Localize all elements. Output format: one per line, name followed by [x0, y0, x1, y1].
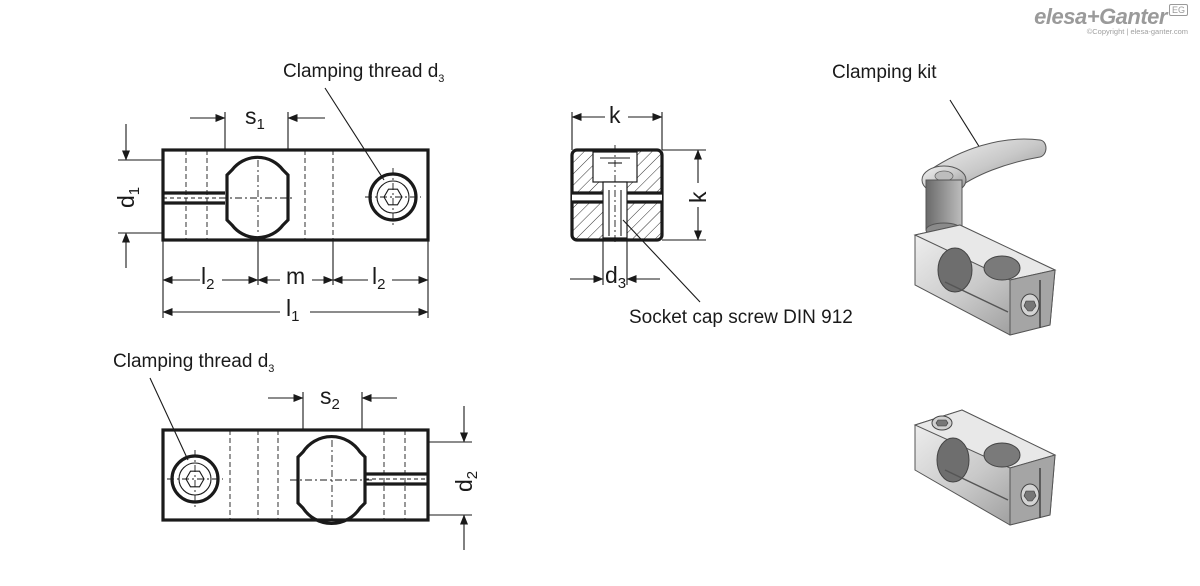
connector-bottom-view: s2 d2 Clamping thread d3: [113, 351, 481, 550]
product-image-with-kit: [913, 138, 1057, 336]
connector-section-view: k k d3 Socket cap screw DIN 912: [570, 102, 853, 328]
body-outline: [161, 148, 430, 242]
logo-brand: elesa+Ganter: [1034, 4, 1167, 29]
bore-d2: [296, 434, 367, 526]
dim-s2: s2: [320, 383, 340, 413]
bore-d1: [225, 155, 290, 240]
label-socket-cap-screw: Socket cap screw DIN 912: [629, 307, 853, 328]
dim-l2-right: l2: [372, 263, 385, 293]
connector-top-view: s1 d1 l2 m l2 l1 Clamping thread d3: [113, 61, 444, 325]
dim-s1: s1: [245, 103, 265, 133]
leader-line: [324, 87, 385, 181]
dim-d3: d3: [605, 262, 626, 292]
product-image-plain: [913, 409, 1057, 526]
dim-l2-left: l2: [201, 263, 214, 293]
leader-line: [949, 99, 981, 149]
logo-copyright: ©Copyright | elesa-ganter.com: [1086, 27, 1188, 36]
logo-badge: EG: [1168, 4, 1188, 16]
dim-k-side: k: [685, 191, 711, 203]
dim-d2: d2: [451, 471, 481, 492]
dim-k-top: k: [609, 102, 621, 128]
label-clamping-thread-top: Clamping thread d3: [283, 61, 444, 85]
label-clamping-thread-bottom: Clamping thread d3: [113, 351, 274, 375]
dim-m: m: [286, 263, 305, 289]
slot-lines: [163, 191, 225, 205]
label-clamping-kit: Clamping kit: [832, 62, 937, 83]
leader-line: [149, 377, 189, 461]
leader-line: [622, 219, 701, 303]
dim-d1: d1: [113, 187, 143, 208]
dim-l1: l1: [286, 295, 299, 325]
